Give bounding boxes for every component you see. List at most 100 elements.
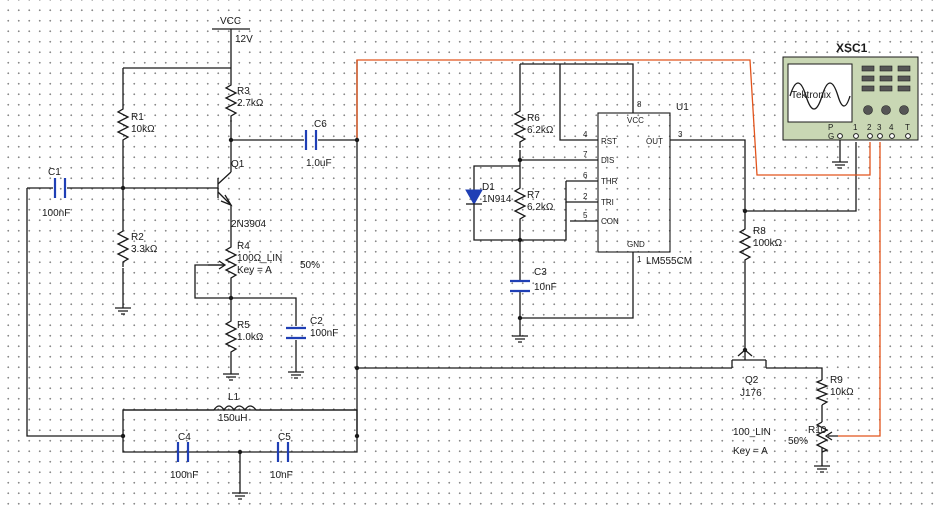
resistor-r7[interactable]: R7 6.2kΩ (513, 185, 554, 226)
oscilloscope-xsc1[interactable]: XSC1 Tektronix P G 1 2 3 4 T (782, 41, 919, 141)
svg-text:C3: C3 (534, 267, 547, 278)
potentiometer-r10[interactable]: R10 100_LIN 50% Key = A (733, 421, 838, 457)
transistor-q2[interactable]: Q2 J176 (731, 349, 767, 399)
svg-text:VCC: VCC (220, 16, 241, 27)
svg-text:R10: R10 (808, 425, 827, 436)
svg-text:T: T (905, 123, 910, 132)
resistor-r6[interactable]: R6 6.2kΩ (513, 108, 554, 148)
svg-text:RST: RST (601, 137, 617, 146)
resistor-r1[interactable]: R1 10kΩ (116, 106, 155, 150)
svg-text:2N3904: 2N3904 (231, 219, 266, 230)
resistor-r9[interactable]: R9 10kΩ (815, 375, 854, 406)
svg-text:J176: J176 (740, 388, 762, 399)
inductor-l1[interactable]: L1 150uH (213, 392, 257, 424)
ic-u1-lm555[interactable]: VCC RST DIS THR TRI CON OUT GND 8 4 7 6 … (583, 100, 692, 267)
svg-text:R2: R2 (131, 232, 144, 243)
svg-text:XSC1: XSC1 (836, 41, 868, 55)
resistor-r5[interactable]: R5 1.0kΩ (224, 318, 264, 356)
svg-text:R1: R1 (131, 112, 144, 123)
svg-text:100kΩ: 100kΩ (753, 238, 783, 249)
svg-text:10nF: 10nF (270, 470, 293, 481)
svg-text:7: 7 (583, 150, 588, 159)
svg-text:R9: R9 (830, 375, 843, 386)
probe-wires (356, 59, 881, 437)
svg-text:150uH: 150uH (218, 413, 247, 424)
capacitor-c5[interactable]: C5 10nF (270, 432, 293, 481)
svg-text:R7: R7 (527, 190, 540, 201)
svg-text:D1: D1 (482, 182, 495, 193)
svg-text:THR: THR (601, 177, 618, 186)
svg-text:TRI: TRI (601, 198, 614, 207)
capacitor-c6[interactable]: C6 1.0uF (304, 119, 332, 169)
capacitor-c4[interactable]: C4 100nF (170, 432, 198, 481)
svg-text:GND: GND (627, 240, 645, 249)
svg-text:VCC: VCC (627, 116, 644, 125)
transistor-q1[interactable]: Q1 2N3904 (217, 159, 266, 230)
capacitor-c3[interactable]: C3 10nF (510, 267, 557, 293)
svg-text:P: P (828, 123, 833, 132)
svg-text:100Ω_LIN: 100Ω_LIN (237, 253, 282, 264)
capacitor-c1[interactable]: C1 100nF (42, 167, 70, 219)
resistor-r2[interactable]: R2 3.3kΩ (116, 228, 158, 267)
svg-text:R3: R3 (237, 86, 250, 97)
svg-text:LM555CM: LM555CM (646, 256, 692, 267)
scope-terminals: P G 1 2 3 4 T (828, 123, 911, 141)
svg-text:100nF: 100nF (170, 470, 198, 481)
svg-text:C1: C1 (48, 167, 61, 178)
svg-text:3: 3 (678, 130, 683, 139)
svg-text:R8: R8 (753, 226, 766, 237)
svg-text:100_LIN: 100_LIN (733, 427, 771, 438)
svg-text:50%: 50% (788, 436, 808, 447)
svg-text:50%: 50% (300, 260, 320, 271)
svg-text:R4: R4 (237, 241, 250, 252)
svg-text:2.7kΩ: 2.7kΩ (237, 98, 264, 109)
svg-text:6: 6 (583, 171, 588, 180)
svg-text:100nF: 100nF (42, 208, 70, 219)
svg-text:R5: R5 (237, 320, 250, 331)
capacitor-c2[interactable]: C2 100nF (286, 316, 338, 340)
svg-text:4: 4 (583, 130, 588, 139)
ground-symbols (115, 161, 848, 500)
svg-text:CON: CON (601, 217, 619, 226)
svg-text:C4: C4 (178, 432, 191, 443)
svg-text:C6: C6 (314, 119, 327, 130)
svg-text:10nF: 10nF (534, 282, 557, 293)
svg-text:6.2kΩ: 6.2kΩ (527, 125, 554, 136)
svg-text:10kΩ: 10kΩ (131, 124, 155, 135)
diode-d1[interactable]: D1 1N914 (465, 182, 512, 206)
svg-text:10kΩ: 10kΩ (830, 387, 854, 398)
svg-text:Q2: Q2 (745, 375, 759, 386)
svg-text:3.3kΩ: 3.3kΩ (131, 244, 158, 255)
potentiometer-r4[interactable]: R4 100Ω_LIN Key = A 50% (208, 241, 320, 282)
resistor-r8[interactable]: R8 100kΩ (738, 226, 783, 268)
svg-text:1: 1 (637, 255, 642, 264)
svg-text:Q1: Q1 (231, 159, 245, 170)
svg-text:12V: 12V (235, 34, 253, 45)
resistor-r3[interactable]: R3 2.7kΩ (224, 82, 264, 122)
svg-text:U1: U1 (676, 102, 689, 113)
vcc-power-symbol: VCC 12V (220, 16, 253, 45)
svg-text:DIS: DIS (601, 156, 614, 165)
svg-text:6.2kΩ: 6.2kΩ (527, 202, 554, 213)
junctions (120, 137, 748, 455)
svg-text:4: 4 (889, 123, 894, 132)
svg-text:C5: C5 (278, 432, 291, 443)
svg-text:L1: L1 (228, 392, 240, 403)
svg-text:Key = A: Key = A (733, 446, 768, 457)
svg-text:Key = A: Key = A (237, 265, 272, 276)
svg-text:1: 1 (853, 123, 858, 132)
svg-text:1N914: 1N914 (482, 194, 512, 205)
svg-text:2: 2 (583, 192, 588, 201)
svg-text:3: 3 (877, 123, 882, 132)
wires (26, 28, 857, 493)
svg-text:OUT: OUT (646, 137, 663, 146)
svg-text:8: 8 (637, 100, 642, 109)
svg-text:R6: R6 (527, 113, 540, 124)
scope-control-buttons (861, 65, 911, 115)
svg-text:G: G (828, 132, 834, 141)
svg-text:1.0kΩ: 1.0kΩ (237, 332, 264, 343)
svg-text:1.0uF: 1.0uF (306, 158, 332, 169)
svg-text:5: 5 (583, 211, 588, 220)
